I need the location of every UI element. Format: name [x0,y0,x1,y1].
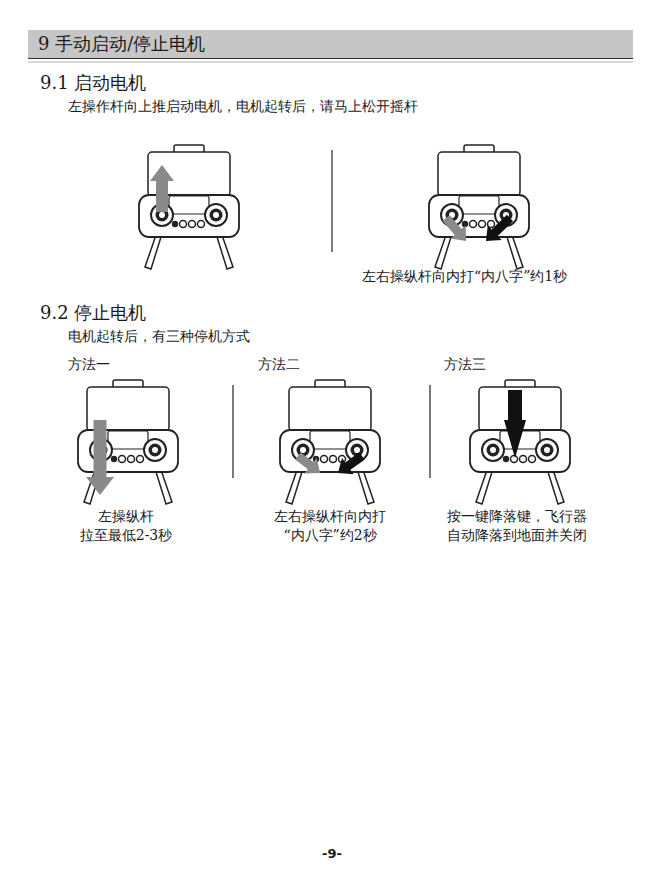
function-button [520,456,527,463]
instruction-text: 电机起转后，有三种停机方式 [68,327,250,346]
method-label: 方法三 [444,355,486,374]
method-label: 方法一 [68,355,110,374]
remote-controller [470,380,570,504]
joystick [144,439,166,461]
remote-controller [78,380,178,504]
phone-holder [108,431,148,449]
joystick-top [544,447,550,453]
controller-body [429,195,529,237]
remote-controller [429,145,529,269]
function-button [511,456,518,463]
direction-arrow [504,390,526,458]
joystick-cap [149,444,162,457]
joystick-cap [541,444,554,457]
figure-caption: 左操纵杆 拉至最低2-3秒 [61,507,191,545]
direction-arrow [295,452,320,473]
header-band [28,30,633,58]
direction-arrow [486,215,513,241]
controller-grip [548,470,564,504]
direction-arrow [86,420,114,495]
phone-holder [169,196,209,214]
remote-controller [280,380,380,504]
joystick-top [152,447,158,453]
section-title: 9 手动启动/停止电机 [38,32,205,56]
function-button [119,456,126,463]
function-button [470,221,477,228]
function-button [479,221,486,228]
subsection-heading: 9.1 启动电机 [40,71,146,95]
function-button [189,221,196,228]
controller-body [78,430,178,472]
joystick [536,439,558,461]
controller-body [139,195,239,237]
joystick-cap [210,209,223,222]
direction-arrow [443,215,466,241]
function-button [137,456,144,463]
function-button [321,456,328,463]
method-label: 方法二 [258,355,300,374]
joystick-top [213,212,219,218]
controller-grip [507,235,523,269]
controller-grip [145,235,161,269]
function-button [529,456,536,463]
function-button [330,456,337,463]
remote-controller [139,145,239,269]
function-button [198,221,205,228]
controller-grip [217,235,233,269]
direction-arrow [338,452,365,474]
controller-grip [156,470,172,504]
separator-line [232,385,233,478]
separator-line [331,150,332,252]
joystick-top [159,212,165,218]
header-rule [28,58,633,59]
page-number: -9- [322,845,342,863]
controller-grip [358,470,374,504]
header-rule [28,62,633,63]
power-button [111,456,117,462]
phone [289,387,371,431]
joystick [205,204,227,226]
figure-caption: 按一键降落键，飞行器 自动降落到地面并关闭 [428,507,606,545]
function-button [128,456,135,463]
joystick-top [354,447,360,453]
controller-grip [476,470,492,504]
joystick-top [300,447,306,453]
power-button [172,221,178,227]
instruction-text: 左操作杆向上推启动电机，电机起转后，请马上松开摇杆 [68,97,418,116]
controller-grip [435,235,451,269]
figure-caption: 左右操纵杆向内打 “内八字”约2秒 [255,507,405,545]
separator-line [429,385,430,478]
joystick [482,439,504,461]
joystick-top [490,447,496,453]
direction-arrow [150,165,174,212]
power-button [503,456,509,462]
joystick-cap [487,444,500,457]
phone-holder [459,196,499,214]
figure-caption: 左右操纵杆向内打“内八字”约1秒 [362,267,567,286]
phone-holder [310,431,350,449]
subsection-heading: 9.2 停止电机 [40,301,146,325]
controller-body [280,430,380,472]
phone [438,152,520,196]
controller-grip [286,470,302,504]
function-button [180,221,187,228]
